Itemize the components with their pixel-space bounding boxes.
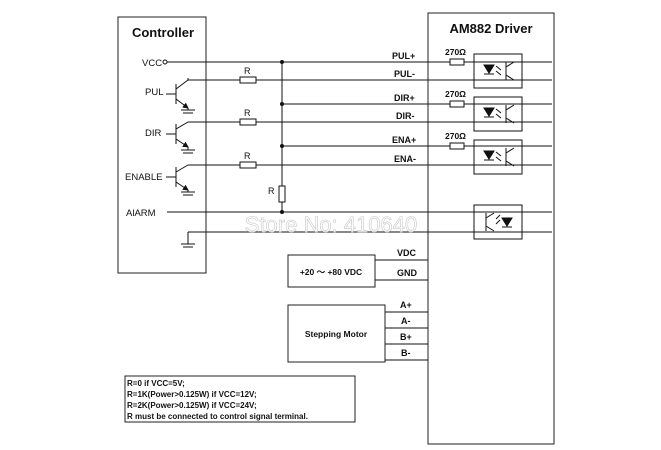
dir-label: DIR [145,128,162,139]
resistor-dir [239,118,257,126]
opto-resistor-pul [449,58,465,66]
opto-resistor-pul-label: 270Ω [445,47,466,57]
resistor-alarm [278,185,286,203]
vcc-label: VCC [142,58,162,69]
controller-box [117,16,207,274]
resistors-r: R R R R [239,66,286,203]
resistor-pul-label: R [244,66,251,76]
resistor-alarm-label: R [268,186,275,196]
controller-ground [181,232,195,248]
pul-plus-label: PUL+ [392,51,415,61]
dir-plus-label: DIR+ [394,93,415,103]
motor-box [287,304,386,363]
motor-label: Stepping Motor [305,329,368,339]
junction-dots [280,60,284,214]
opto-resistor-ena-label: 270Ω [445,131,466,141]
power-supply-block: +20 ～ +80 VDC VDC GND [287,248,418,288]
note-line-2: R=1K(Power>0.125W) if VCC=12V; [127,390,257,399]
note-line-1: R=0 if VCC=5V; [127,379,185,388]
enable-transistor [166,164,195,196]
alarm-label: AlARM [126,208,156,219]
driver-box [427,12,555,445]
optocoupler-dir [473,96,523,132]
resistor-pul [239,76,257,84]
opto-resistor-dir-label: 270Ω [445,89,466,99]
optocoupler-ena [473,139,523,175]
dir-transistor [166,121,195,154]
ena-minus-label: ENA- [394,154,416,164]
pul-minus-label: PUL- [394,69,415,79]
driver-block: AM882 Driver 270Ω 270Ω 270Ω [427,12,555,445]
driver-title: AM882 Driver [449,21,532,36]
opto-resistor-dir [449,100,465,108]
pul-label: PUL [145,87,163,98]
ena-plus-label: ENA+ [392,135,416,145]
enable-label: ENABLE [125,172,163,183]
optocoupler-alarm [473,204,523,240]
note-line-3: R=2K(Power>0.125W) if VCC=24V; [127,401,257,410]
controller-block: Controller VCC PUL DIR ENABLE AlARM [117,16,207,274]
notes-box [124,375,356,423]
pul-transistor [166,78,195,114]
a-plus-label: A+ [400,300,412,310]
gnd-label: GND [397,268,418,278]
b-minus-label: B- [401,348,411,358]
motor-block: Stepping Motor A+ A- B+ B- [287,300,412,363]
store-watermark: Store No: 410640 [245,212,417,237]
note-line-4: R must be connected to control signal te… [127,412,308,421]
signal-wires [167,61,552,361]
opto-resistor-ena [449,142,465,150]
dir-minus-label: DIR- [396,111,415,121]
power-supply-label: +20 ～ +80 VDC [300,267,362,277]
vdc-label: VDC [397,248,417,258]
power-supply-box [287,254,376,288]
resistor-enable-label: R [244,151,251,161]
optocoupler-pul [473,53,523,89]
vcc-terminal [162,59,168,65]
controller-title: Controller [132,25,194,40]
driver-signal-labels: PUL+ PUL- DIR+ DIR- ENA+ ENA- [392,51,416,164]
resistor-enable [239,161,257,169]
notes-block: R=0 if VCC=5V; R=1K(Power>0.125W) if VCC… [124,375,356,423]
b-plus-label: B+ [400,332,412,342]
a-minus-label: A- [401,316,411,326]
resistor-dir-label: R [244,108,251,118]
